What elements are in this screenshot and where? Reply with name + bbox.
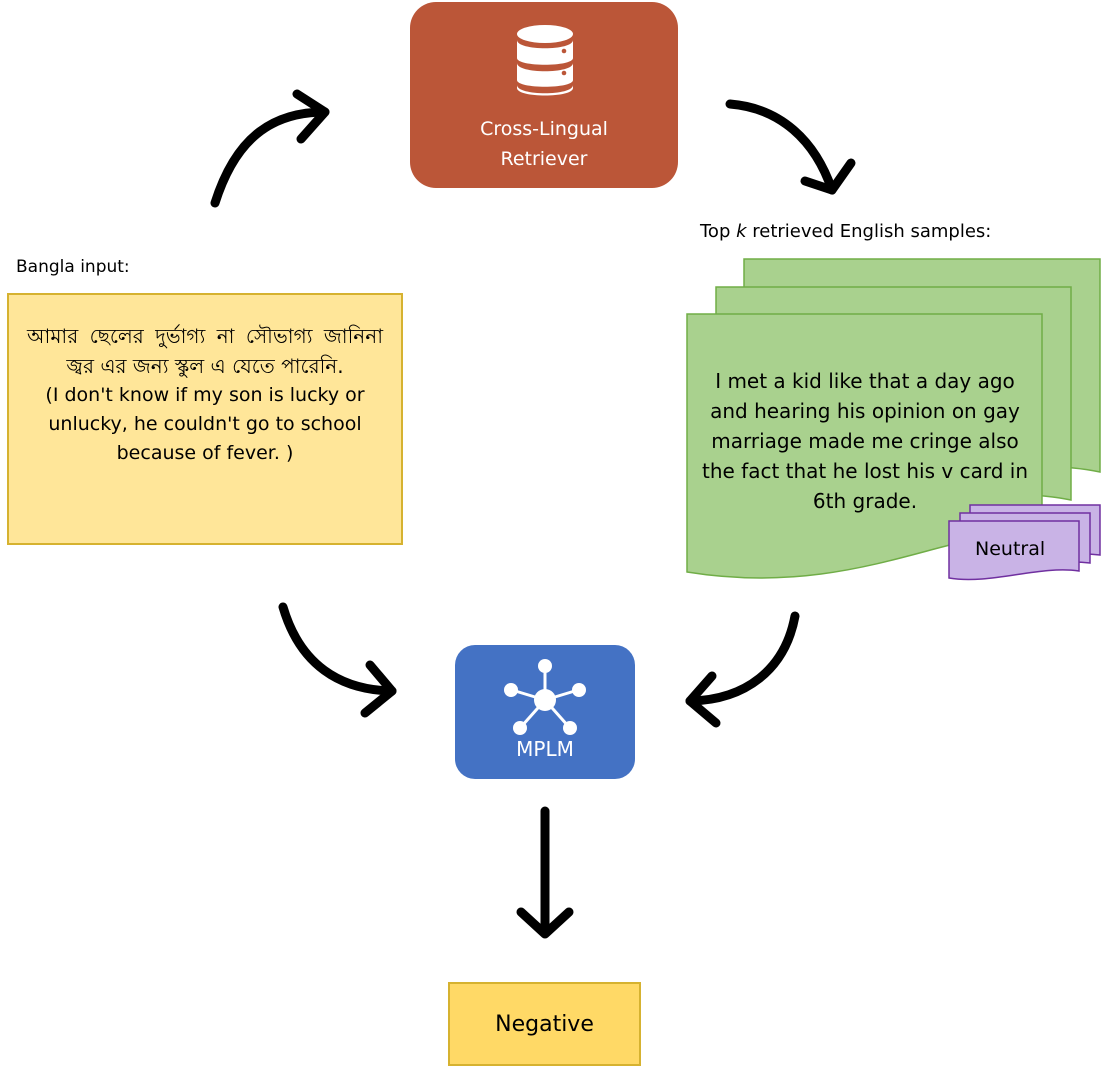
sample-sentiment-label: Neutral [975,538,1046,560]
mplm-box: MPLM [455,645,635,779]
retrieved-sample-text: I met a kid like that a day ago and hear… [701,369,1028,513]
retriever-label-line1: Cross-Lingual [480,118,608,140]
arrow-input-to-retriever [210,89,330,208]
bangla-text: আমার ছেলের দুর্ভাগ্য না সৌভাগ্য জানিনা জ… [27,324,383,378]
retrieved-label-k: k [736,221,747,242]
database-icon [517,25,573,96]
arrow-retriever-to-samples [725,99,856,195]
arrow-input-to-mplm [278,602,397,718]
mplm-label: MPLM [516,737,574,761]
neutral-label-stack [948,504,1101,581]
translation-text: (I don't know if my son is lucky or unlu… [45,384,365,464]
retrieved-label: Top k retrieved English samples: [700,221,991,242]
input-box: আমার ছেলের দুর্ভাগ্য না সৌভাগ্য জানিনা জ… [7,293,403,545]
retriever-label-line2: Retriever [500,148,588,170]
retrieved-label-prefix: Top [700,221,737,242]
arrow-samples-to-mplm [685,611,800,728]
retrieved-label-suffix: retrieved English samples: [746,221,992,242]
input-label: Bangla input: [16,257,130,277]
retrieved-document-stack [686,258,1101,579]
retriever-box: Cross-Lingual Retriever [410,2,678,188]
output-box: Negative [448,982,641,1066]
arrow-mplm-to-output [516,806,574,939]
network-icon [504,659,586,735]
output-label: Negative [495,1011,594,1037]
